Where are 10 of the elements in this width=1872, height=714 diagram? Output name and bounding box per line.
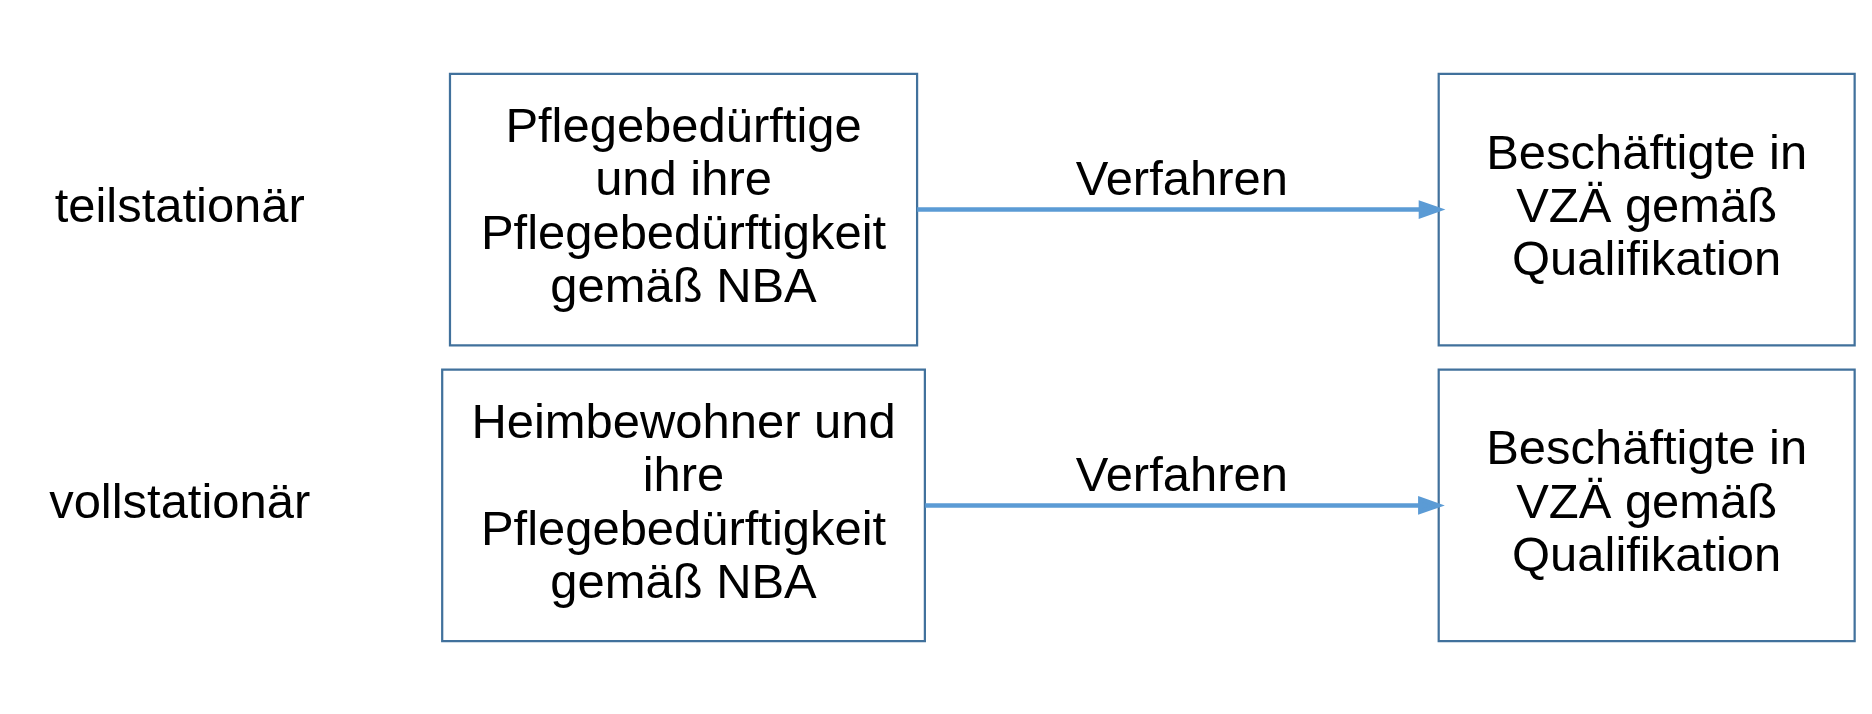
edge-label: Verfahren (1075, 446, 1288, 501)
label: teilstationär (54, 177, 305, 232)
node-box: Heimbewohner und ihre Pflegebedürftigkeit gemäß NBA (441, 368, 926, 642)
label: vollstationär (49, 473, 311, 528)
node-box: Beschäftigte in VZÄ gemäß Qualifikation (1437, 72, 1856, 346)
node-box: Beschäftigte in VZÄ gemäß Qualifikation (1437, 368, 1856, 642)
edge-label: Verfahren (1075, 150, 1288, 205)
arrow (917, 199, 1446, 219)
node-box: Pflegebedürftige und ihre Pflegebedürftigkeit gemäß NBA (448, 72, 919, 346)
arrow (925, 495, 1445, 515)
